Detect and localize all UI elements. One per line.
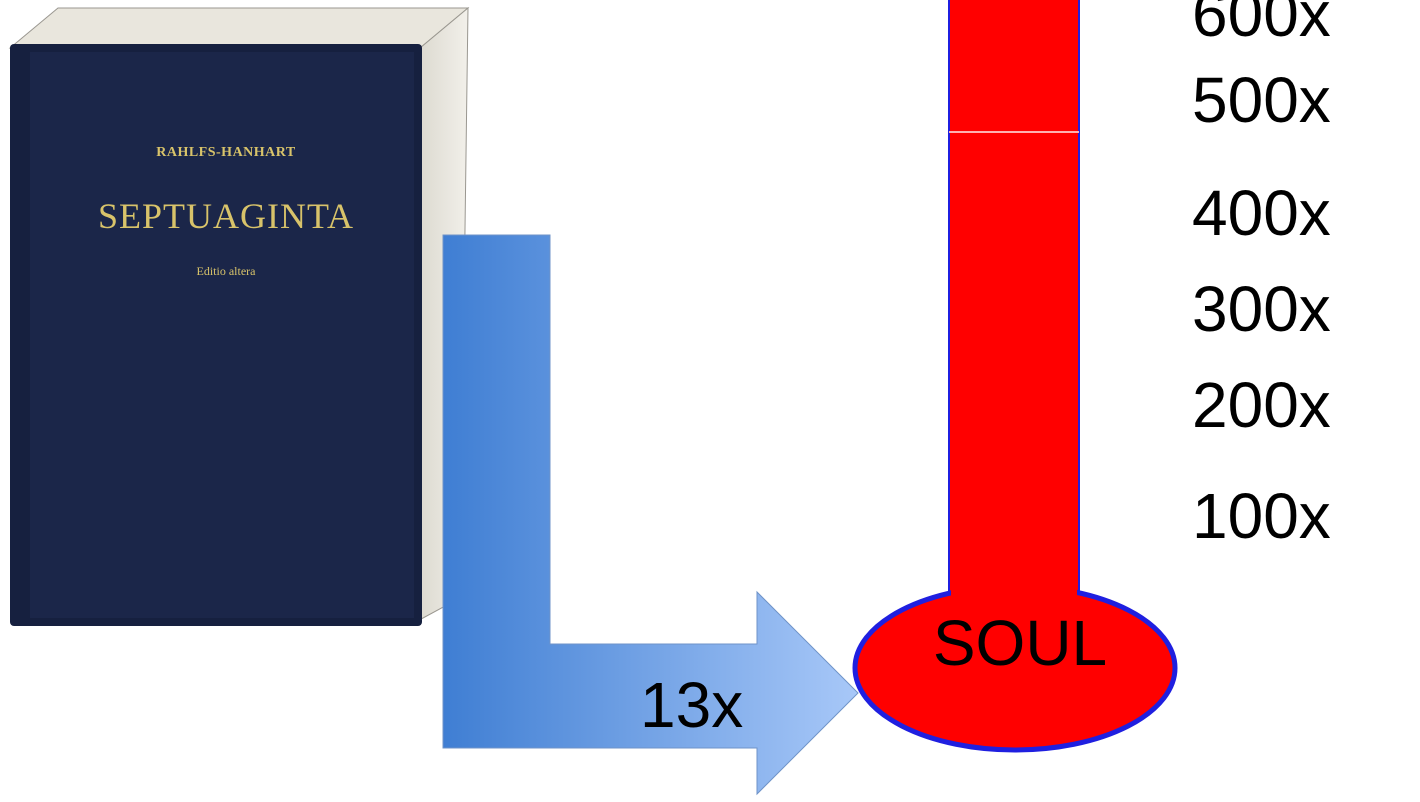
scale-label-200: 200x <box>1192 369 1331 441</box>
scale-label-100: 100x <box>1192 480 1331 552</box>
thermometer-neck <box>951 560 1077 606</box>
bulb-label: SOUL <box>932 607 1108 679</box>
book-top-pages <box>8 7 470 49</box>
book-image <box>8 6 470 626</box>
arrow-multiplier-label: 13x <box>640 669 744 741</box>
scale-label-600: 600x <box>1192 0 1331 50</box>
book-title: SEPTUAGINTA <box>97 196 355 236</box>
elbow-arrow <box>442 234 859 796</box>
book-publisher: RAHLFS-HANHART <box>156 145 296 160</box>
scale-label-400: 400x <box>1192 177 1331 249</box>
book-cover-panel <box>30 52 414 618</box>
book-edition: Editio altera <box>196 264 256 278</box>
thermometer-tube <box>949 0 1079 600</box>
thermometer <box>852 0 1178 753</box>
scale-label-500: 500x <box>1192 64 1331 136</box>
scale-label-300: 300x <box>1192 273 1331 345</box>
